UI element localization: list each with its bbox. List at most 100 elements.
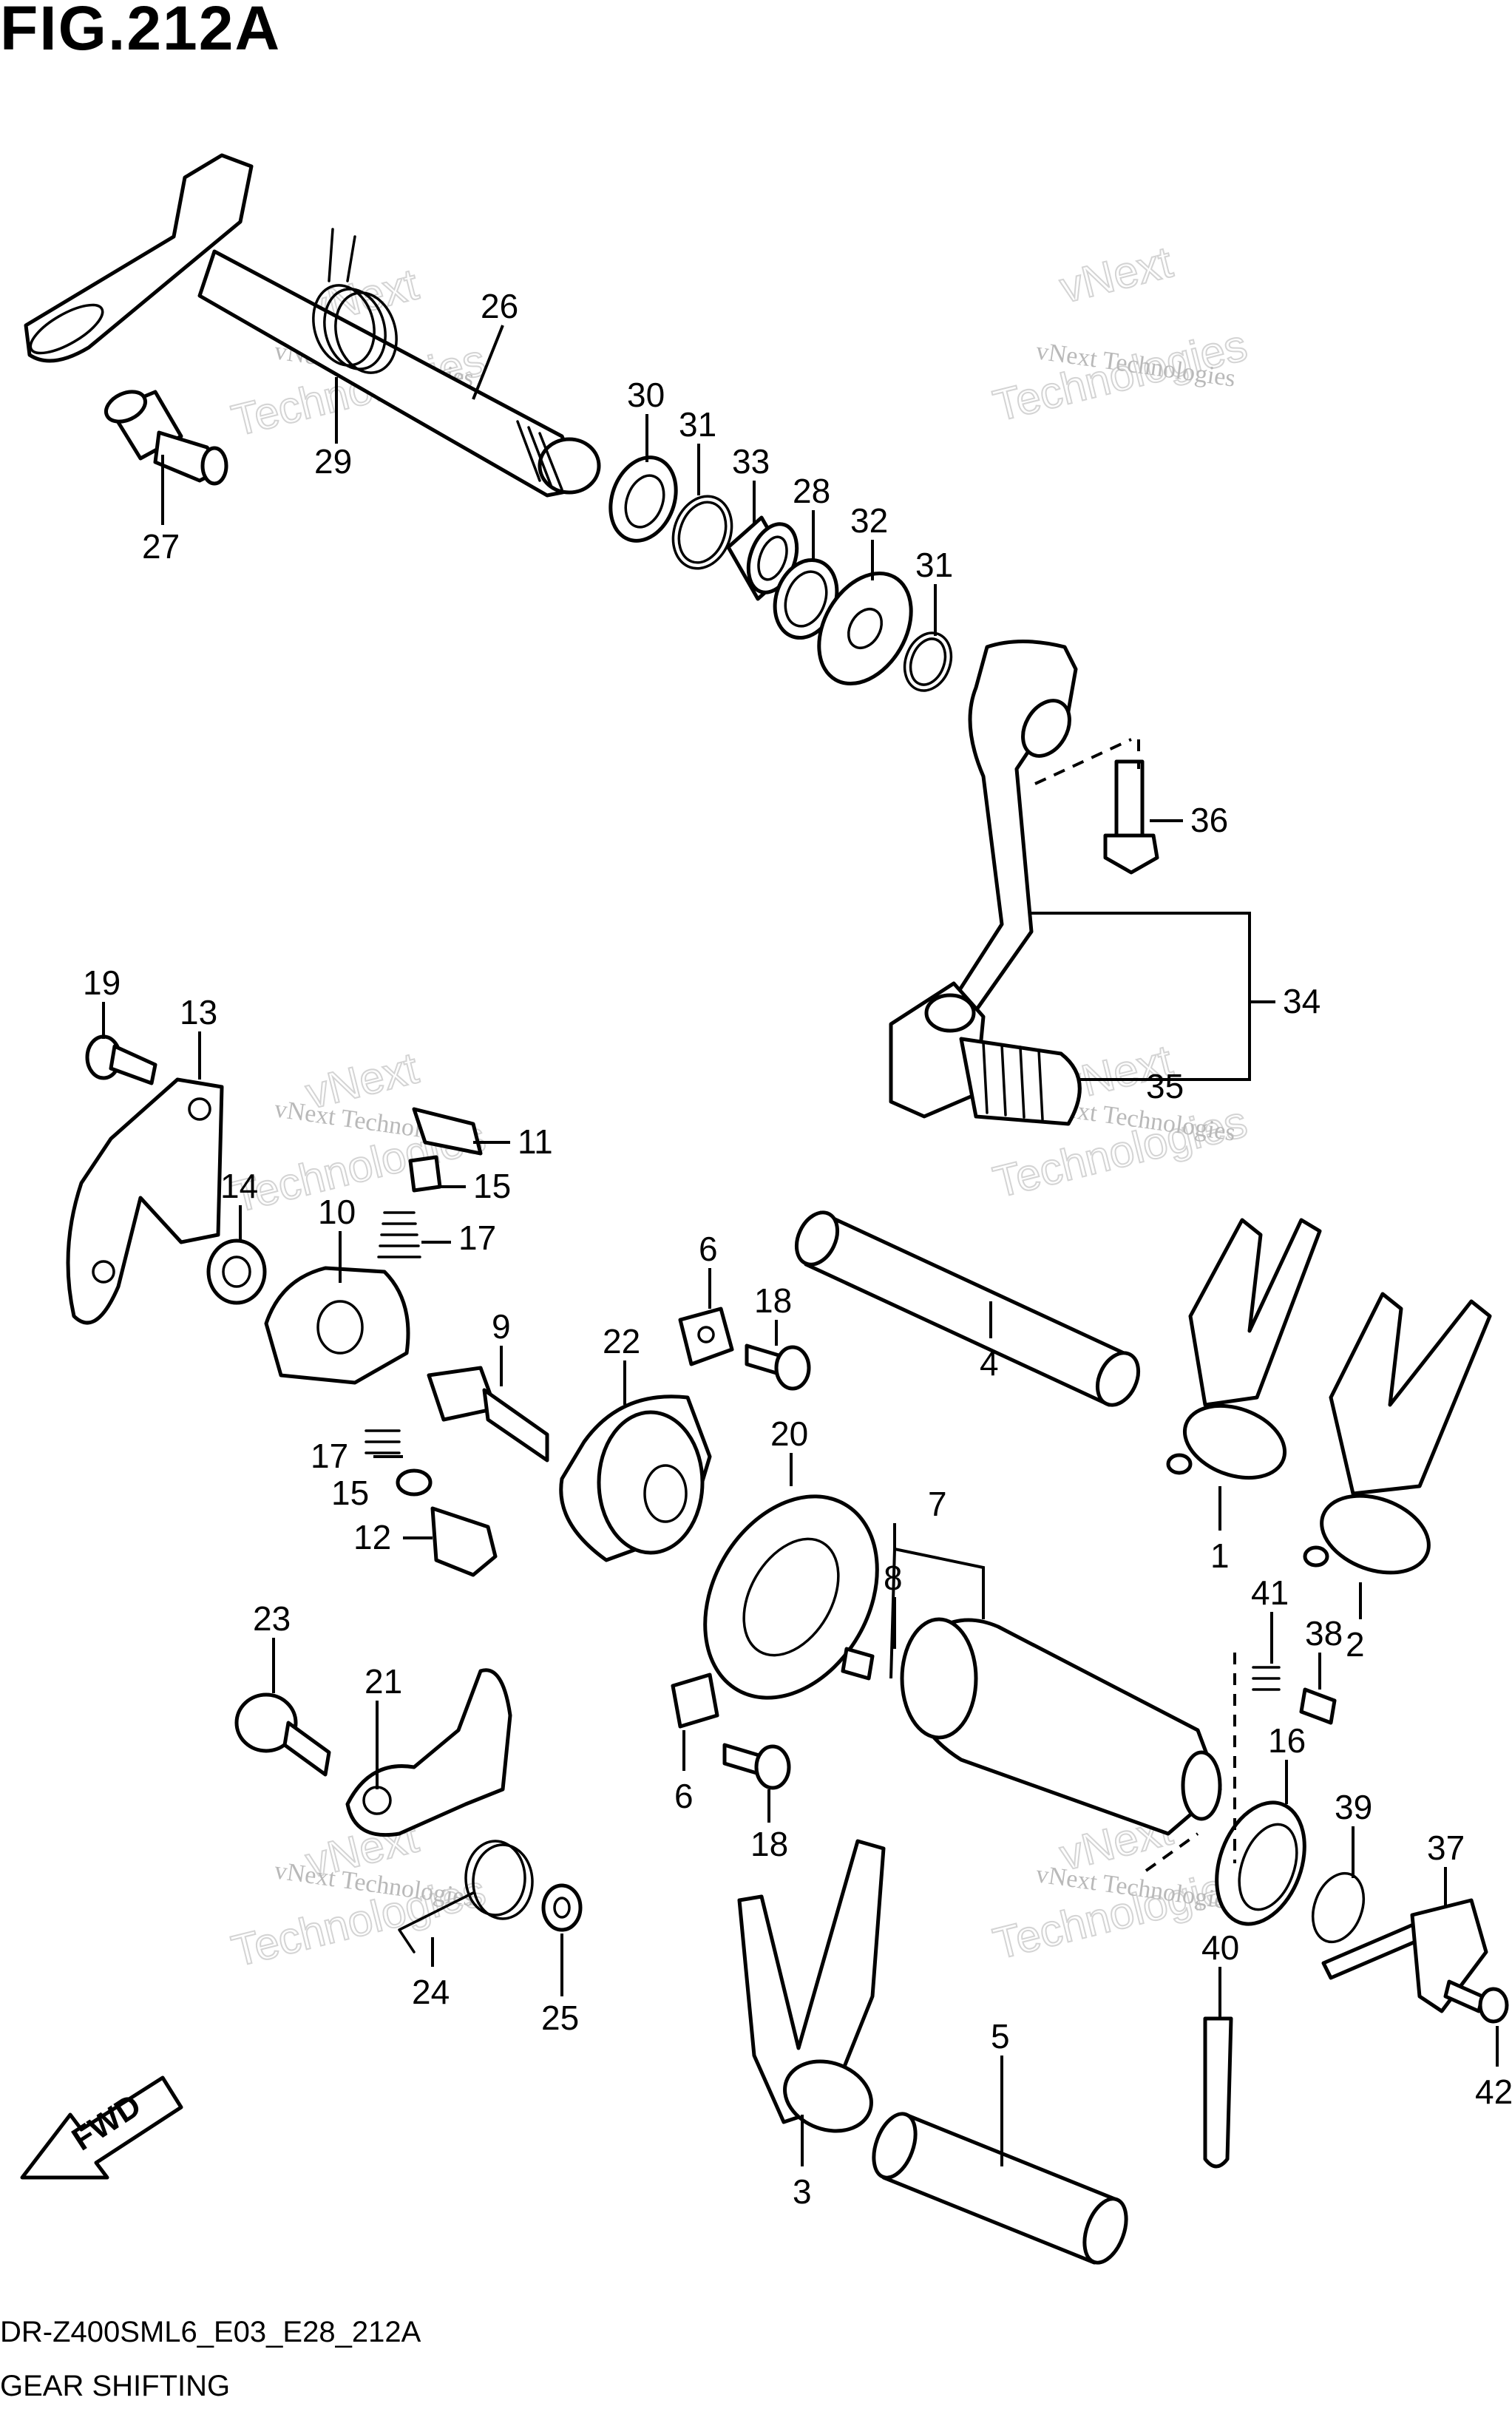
callout-12: 12 [353, 1518, 391, 1556]
part-26-gearshift-shaft [24, 153, 601, 498]
callout-labels: 26 29 27 30 31 33 28 32 31 36 34 35 19 1… [83, 287, 1512, 2211]
part-38-pin [1299, 1687, 1337, 1725]
callout-30: 30 [627, 376, 665, 414]
watermark-1-big: vNext [1055, 237, 1177, 312]
callout-34: 34 [1283, 982, 1321, 1020]
part-24-return-spring [398, 1840, 534, 1953]
figure-caption: GEAR SHIFTING [0, 2370, 231, 2402]
part-37-position-sensor [1321, 1898, 1488, 2013]
callout-17b: 17 [311, 1437, 348, 1475]
callout-31b: 31 [915, 546, 953, 584]
part-5-fork-shaft [872, 2112, 1128, 2265]
callout-15b: 15 [331, 1474, 369, 1512]
part-15b-pin [396, 1468, 433, 1497]
callout-24: 24 [412, 1973, 450, 2011]
part-23-bolt [234, 1692, 331, 1777]
part-19-screw [85, 1034, 157, 1085]
callout-25: 25 [541, 1999, 579, 2037]
callout-8: 8 [884, 1559, 903, 1597]
callout-15a: 15 [473, 1167, 511, 1205]
figure-title: FIG.212A [0, 0, 282, 63]
part-7-cam-drum [900, 1617, 1222, 1836]
callout-10: 10 [318, 1193, 356, 1231]
callout-9: 9 [492, 1307, 511, 1346]
part-12-pawl [430, 1506, 498, 1577]
part-42-screw [1443, 1979, 1509, 2024]
part-11-pawl [412, 1107, 483, 1156]
callout-22: 22 [603, 1322, 640, 1360]
callout-4: 4 [980, 1344, 999, 1383]
part-8-pin [841, 1647, 875, 1681]
callout-26: 26 [481, 287, 518, 325]
callout-13: 13 [180, 993, 217, 1031]
callout-35: 35 [1146, 1067, 1184, 1105]
callout-2: 2 [1346, 1625, 1365, 1664]
callout-5: 5 [991, 2017, 1010, 2056]
part-2-shift-fork [1303, 1292, 1492, 1575]
callout-29: 29 [314, 442, 352, 481]
callout-40: 40 [1201, 1928, 1239, 1967]
part-6b-plate [671, 1673, 719, 1729]
part-9-guide-bolt [427, 1366, 549, 1463]
callout-28: 28 [793, 472, 830, 510]
part-3-shift-fork [737, 1839, 886, 2133]
callout-38: 38 [1305, 1614, 1343, 1653]
part-41-spring [1252, 1666, 1281, 1691]
part-31b-circlip [903, 631, 953, 692]
callout-1: 1 [1210, 1536, 1230, 1575]
callout-7: 7 [928, 1485, 947, 1523]
callout-27: 27 [142, 527, 180, 566]
fwd-arrow-icon: FWD [20, 2075, 183, 2180]
callout-42: 42 [1475, 2073, 1512, 2111]
callout-20: 20 [770, 1414, 808, 1453]
watermark-5: vNext Technologies vNext Technologies [226, 1811, 491, 1976]
callout-36: 36 [1190, 801, 1228, 839]
callout-6a: 6 [699, 1230, 718, 1268]
part-30-oil-seal [608, 455, 678, 543]
callout-18b: 18 [750, 1825, 788, 1863]
callout-23: 23 [253, 1599, 291, 1638]
part-36-bolt [1103, 759, 1159, 875]
callout-16: 16 [1268, 1721, 1306, 1760]
part-29-return-spring [312, 228, 398, 374]
part-32-washer [817, 571, 913, 686]
callout-6b: 6 [674, 1777, 694, 1815]
callout-32: 32 [850, 501, 888, 540]
part-22-shift-cam [559, 1395, 712, 1562]
part-13-stopper-plate [66, 1077, 224, 1325]
callout-21: 21 [365, 1662, 402, 1701]
part-4-fork-shaft [794, 1210, 1141, 1407]
part-18b-screw [722, 1743, 791, 1790]
part-27-pin-bolt [104, 390, 228, 486]
part-18a-screw [745, 1343, 811, 1391]
part-15a-pin [408, 1155, 442, 1193]
leader-lines [102, 325, 1499, 2166]
part-1-shift-fork [1166, 1218, 1322, 1480]
callout-31a: 31 [679, 405, 716, 444]
part-35-lever-rubber [959, 1037, 1082, 1126]
part-17a-spring [377, 1211, 421, 1258]
part-25-washer [541, 1883, 583, 1932]
part-20-bearing [703, 1494, 879, 1700]
callout-3: 3 [793, 2172, 812, 2211]
part-39-o-ring [1311, 1871, 1366, 1944]
callout-33: 33 [732, 442, 770, 481]
part-17b-spring [365, 1429, 401, 1454]
callout-37: 37 [1427, 1829, 1465, 1867]
part-14-bushing [206, 1238, 267, 1305]
part-16-needle-bearing [1215, 1800, 1306, 1926]
callout-39: 39 [1335, 1788, 1372, 1826]
figure-code: DR-Z400SML6_E03_E28_212A [0, 2316, 421, 2348]
callout-41: 41 [1251, 1573, 1289, 1612]
callout-14: 14 [220, 1167, 258, 1205]
part-6a-plate [678, 1307, 734, 1366]
part-10-pawl-holder [264, 1266, 410, 1385]
part-31a-circlip [671, 495, 733, 570]
watermark-1: vNext Technologies vNext Technologies [988, 236, 1252, 431]
callout-11: 11 [518, 1122, 553, 1161]
part-40-clip [1203, 2016, 1233, 2169]
callout-18a: 18 [754, 1281, 792, 1320]
callout-17a: 17 [458, 1219, 496, 1257]
callout-19: 19 [83, 963, 121, 1002]
